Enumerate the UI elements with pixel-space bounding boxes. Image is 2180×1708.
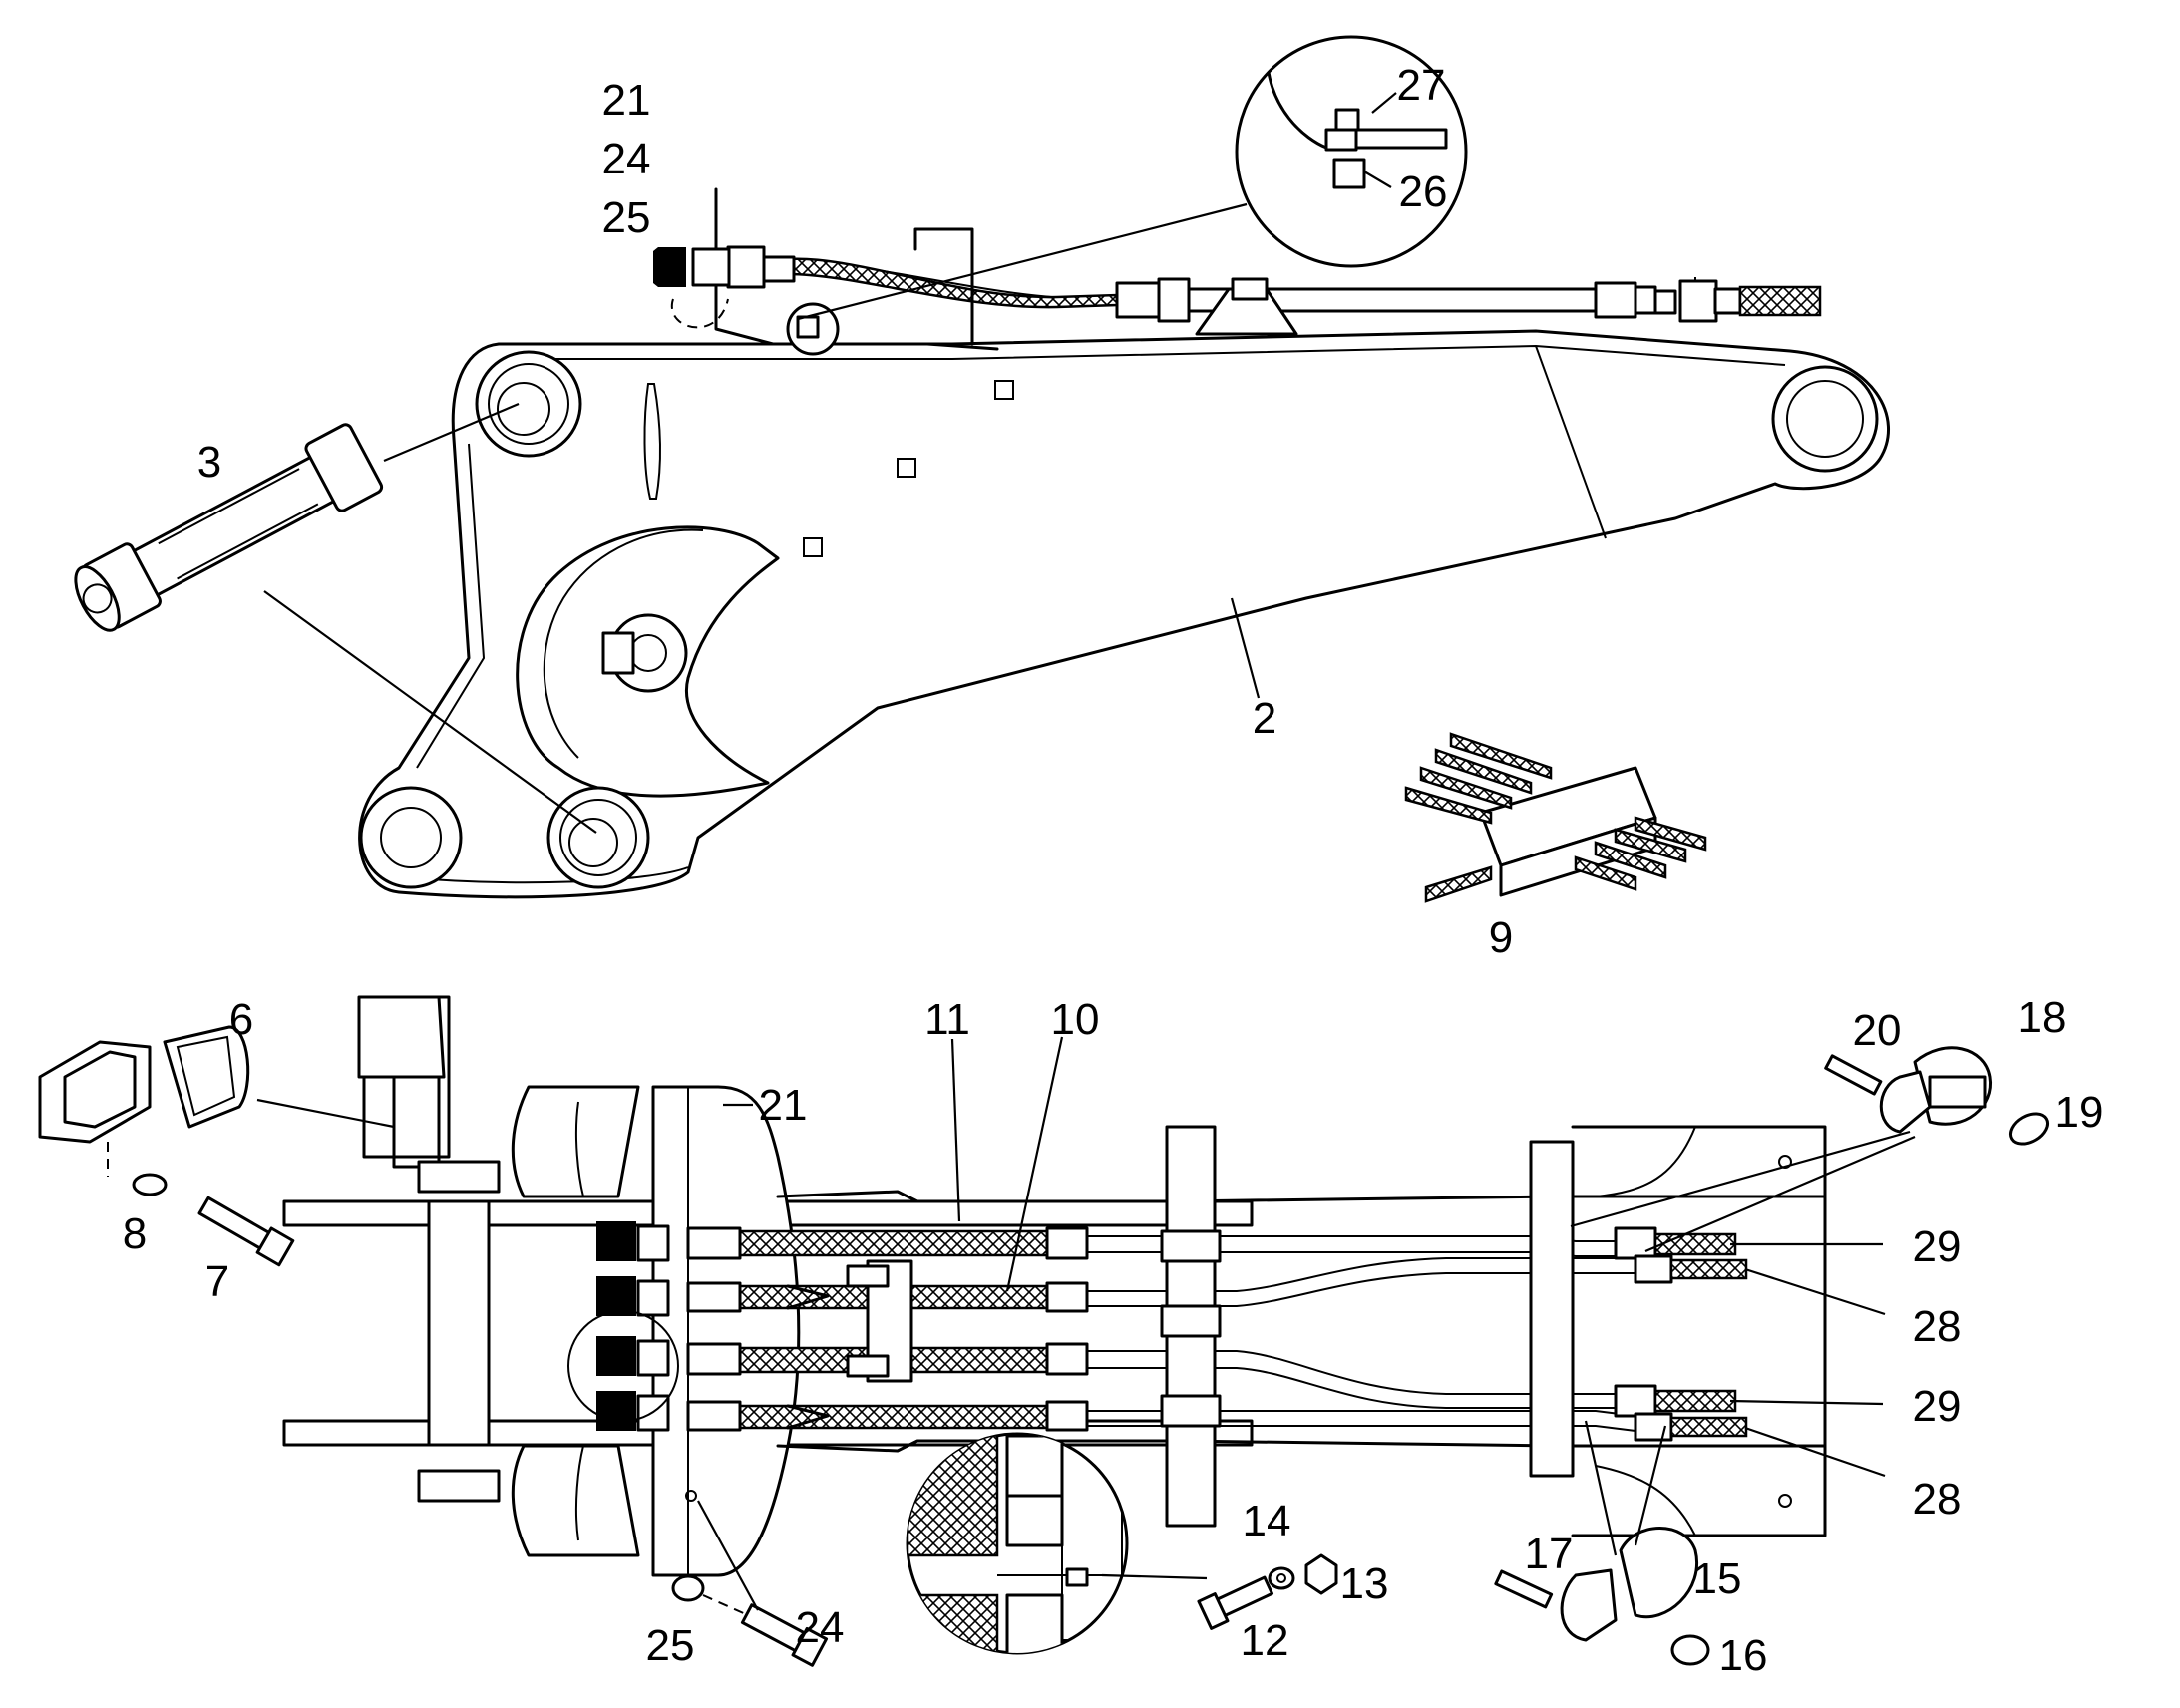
bolt-set-12-13-14 [1197, 1553, 1338, 1630]
callout-28-upper: 28 [1913, 1302, 1962, 1351]
callout-8: 8 [123, 1209, 147, 1258]
callout-20: 20 [1853, 1006, 1902, 1055]
callout-21-top: 21 [602, 76, 651, 125]
pin-boss-upper [475, 350, 582, 458]
plate-part-21 [651, 1085, 801, 1577]
pin-boss-foot [359, 786, 463, 889]
flange-clamp-18-20 [1570, 1046, 2049, 1253]
callout-16: 16 [1719, 1631, 1768, 1680]
callout-26: 26 [1399, 168, 1448, 216]
callout-2: 2 [1253, 694, 1276, 743]
callout-labels: 21 24 25 27 26 3 2 9 6 8 7 11 10 21 20 1… [123, 61, 2104, 1680]
callout-6: 6 [229, 995, 253, 1044]
callout-18: 18 [2018, 993, 2067, 1042]
callout-29-lower: 29 [1913, 1382, 1962, 1431]
boom-outline [358, 329, 1890, 899]
callout-21-bottom: 21 [759, 1081, 808, 1130]
callout-9: 9 [1489, 913, 1513, 962]
callout-10: 10 [1051, 995, 1100, 1044]
callout-11: 11 [924, 995, 970, 1044]
bolt-set-24-25 [671, 1490, 829, 1667]
callout-17: 17 [1525, 1530, 1574, 1578]
callout-24-bottom: 24 [796, 1603, 845, 1652]
cap-part-6 [38, 995, 446, 1267]
callout-25-top: 25 [602, 193, 651, 242]
boom-plan-view [282, 995, 1827, 1577]
callout-15: 15 [1693, 1554, 1742, 1603]
boom-side-view [358, 329, 1890, 899]
flange-clamp-15-17 [1494, 1420, 1710, 1666]
callout-25-bottom: 25 [646, 1621, 695, 1670]
callout-28-lower: 28 [1913, 1475, 1962, 1524]
quick-couplers [596, 1221, 670, 1432]
pin-boss-lower [546, 786, 650, 889]
callout-14: 14 [1243, 1497, 1291, 1545]
pin-boss-tip [1771, 365, 1879, 473]
callout-3: 3 [197, 438, 221, 487]
callout-12: 12 [1241, 1616, 1289, 1665]
callout-27: 27 [1397, 61, 1446, 110]
detail-clamp-circle [797, 35, 1468, 321]
callout-7: 7 [205, 1257, 229, 1306]
callout-19: 19 [2055, 1088, 2104, 1137]
callout-24-top: 24 [602, 135, 651, 183]
pin-part-3 [74, 423, 384, 632]
manifold-part-9 [1404, 732, 1707, 903]
detail-coupler-circle [906, 1432, 1208, 1655]
callout-13: 13 [1340, 1559, 1389, 1608]
callout-29-upper: 29 [1913, 1222, 1962, 1271]
boom-hose-line [653, 187, 1822, 356]
